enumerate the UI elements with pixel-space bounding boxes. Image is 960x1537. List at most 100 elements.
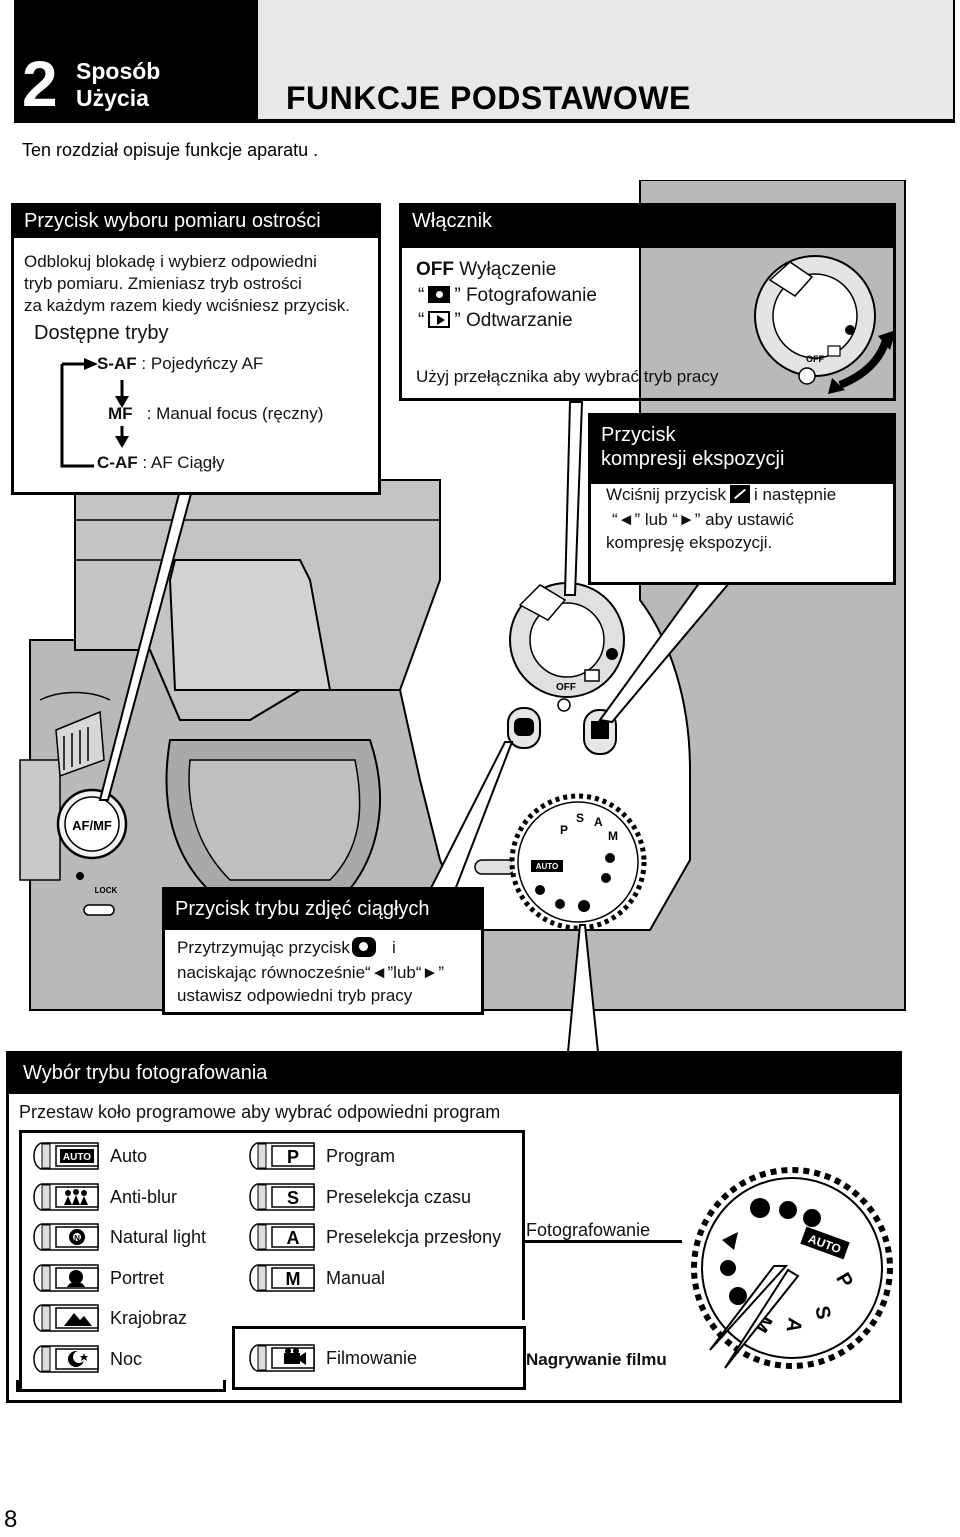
movie-mode-label: Filmowanie (326, 1348, 418, 1368)
section-label: Sposób Użycia (76, 58, 160, 112)
power-off-key: OFF (416, 259, 454, 280)
right-mode-item-label: Manual (326, 1267, 386, 1288)
drive-mode-icon (351, 937, 376, 957)
drive-desc-line3: ustawisz odpowiedni tryb pracy (177, 986, 413, 1005)
left-mode-item-label: Natural light (110, 1227, 207, 1247)
viewfinder-hump (168, 559, 332, 691)
anti-blur-key-icon (33, 1182, 99, 1211)
night-key-icon (33, 1344, 99, 1373)
intro-text: Ten rozdział opisuje funkcje aparatu . (22, 140, 319, 160)
quote-close: ” (454, 310, 461, 331)
svg-text:AUTO: AUTO (63, 1152, 91, 1163)
power-switch-callout: Włącznik (399, 203, 896, 401)
dial-letter-s: S (576, 811, 584, 825)
exposure-compensation-icon (729, 485, 750, 503)
right-mode-item-label: Preselekcja czasu (326, 1186, 472, 1207)
power-off-line: OFF Wyłączenie (416, 259, 556, 281)
quote-open: “ (418, 285, 425, 306)
power-play-line: “” Odtwarzanie (418, 310, 573, 332)
svg-text:S: S (810, 1304, 834, 1321)
right-mode-item-label: Program (326, 1146, 396, 1166)
dial-letter-p: P (560, 823, 568, 837)
af-mode-caf-key: C-AF (97, 453, 138, 472)
power-switch-detail-illustration: OFF (754, 255, 896, 394)
quote-close: ” (454, 285, 461, 306)
section-label-line1: Sposób (76, 58, 161, 84)
ev-desc-line1-b: i następnie (753, 485, 837, 504)
movie-mode-key (249, 1344, 315, 1372)
chapter-number: 2 (22, 48, 58, 120)
ev-title-line1: Przycisk (601, 424, 676, 446)
svg-text:P: P (287, 1147, 299, 1167)
svg-text:N: N (74, 1234, 80, 1243)
power-hint: Użyj przełącznika aby wybrać tryb pracy (416, 367, 719, 386)
drive-mode-callout: Przycisk trybu zdjęć ciągłych (162, 887, 484, 1015)
mode-a-key-icon: A (249, 1223, 315, 1251)
right-mode-item-label: Preselekcja przesłony (326, 1227, 502, 1247)
af-mode-callout-title: Przycisk wyboru pomiaru ostrości (14, 206, 378, 238)
portrait-key-icon (33, 1263, 99, 1292)
left-mode-item-label: Auto (110, 1146, 148, 1166)
power-off-label: Wyłączenie (459, 259, 557, 280)
mode-s-key-icon: S (249, 1182, 315, 1211)
af-mode-caf: C-AF : AF Ciągły (97, 452, 225, 474)
af-mode-down-arrows (115, 380, 129, 448)
mode-dial-illustration: AUTO P S A M (509, 793, 647, 931)
svg-text:A: A (287, 1228, 300, 1248)
left-mode-item-label: Krajobraz (110, 1308, 188, 1328)
auto-mode-key-icon: AUTO (33, 1142, 99, 1170)
ev-title-line2: kompresji ekspozycji (601, 447, 785, 470)
af-mode-saf-desc: : Pojedyńczy AF (141, 354, 264, 373)
quote-open: “ (418, 310, 425, 331)
af-mf-button-illustration: AF/MF LOCK (56, 788, 128, 895)
drive-desc-line1-a: Przytrzymując przycisk (177, 938, 350, 957)
dial-auto-label: AUTO (536, 862, 559, 871)
dial-letter-m: M (608, 829, 618, 843)
chapter-header-block (14, 0, 258, 121)
left-mode-item-label: Anti-blur (110, 1186, 178, 1207)
af-desc-line2: tryb pomiaru. Zmieniasz tryb ostrości (24, 274, 302, 293)
mode-list-frame-base (16, 1380, 226, 1392)
dial-off-label: OFF (556, 682, 576, 693)
lock-label: LOCK (95, 886, 118, 895)
af-modes-subtitle: Dostępne tryby (34, 322, 169, 344)
title-band (258, 0, 955, 121)
mode-m-key-icon: M (249, 1263, 315, 1292)
af-mode-saf: S-AF : Pojedyńczy AF (97, 353, 263, 375)
power-switch-dial-illustration: OFF (509, 582, 625, 712)
page-title: FUNKCJE PODSTAWOWE (286, 80, 691, 116)
exposure-compensation-title: Przycisk kompresji ekspozycji (591, 416, 893, 484)
natural-light-key-icon: N (33, 1223, 99, 1251)
svg-text:S: S (287, 1188, 299, 1208)
play-icon (428, 311, 451, 328)
af-mode-mf: MF : Manual focus (ręczny) (108, 403, 323, 425)
af-desc-line1: Odblokuj blokadę i wybierz odpowiedni (24, 252, 317, 271)
photo-mode-caption: Fotografowanie (526, 1220, 651, 1240)
shooting-mode-subtitle: Przestaw koło programowe aby wybrać odpo… (19, 1102, 501, 1122)
landscape-key-icon (33, 1304, 99, 1332)
svg-text:A: A (782, 1316, 806, 1334)
dial-letter-a: A (594, 815, 603, 829)
movie-mode-caption: Nagrywanie filmu (526, 1350, 667, 1369)
af-mode-mf-desc: : Manual focus (ręczny) (146, 404, 324, 423)
af-mf-button-label: AF/MF (72, 818, 112, 833)
svg-text:M: M (286, 1269, 301, 1289)
mode-p-key-icon: P (249, 1142, 315, 1170)
left-mode-item-label: Portret (110, 1267, 165, 1288)
af-mode-mf-key: MF (108, 404, 133, 423)
shooting-mode-panel-title: Wybór trybu fotografowania (9, 1054, 899, 1094)
power-switch-callout-title: Włącznik (402, 206, 893, 248)
drive-desc-line1-b: i (392, 938, 396, 957)
ev-desc-line3: kompresję ekspozycji. (606, 533, 773, 552)
exposure-compensation-callout: Przycisk kompresji ekspozycji (588, 413, 896, 585)
power-shoot-label: Fotografowanie (465, 285, 597, 306)
af-mode-callout: Przycisk wyboru pomiaru ostrości (11, 203, 381, 495)
camera-icon (428, 286, 451, 303)
page-number: 8 (4, 1506, 18, 1533)
af-mode-cycle-arrows (60, 358, 98, 468)
af-mode-caf-desc: : AF Ciągły (142, 453, 225, 472)
left-mode-item-label: Noc (110, 1348, 143, 1369)
svg-text:OFF: OFF (806, 354, 824, 364)
photo-caption-underline (522, 1240, 682, 1243)
